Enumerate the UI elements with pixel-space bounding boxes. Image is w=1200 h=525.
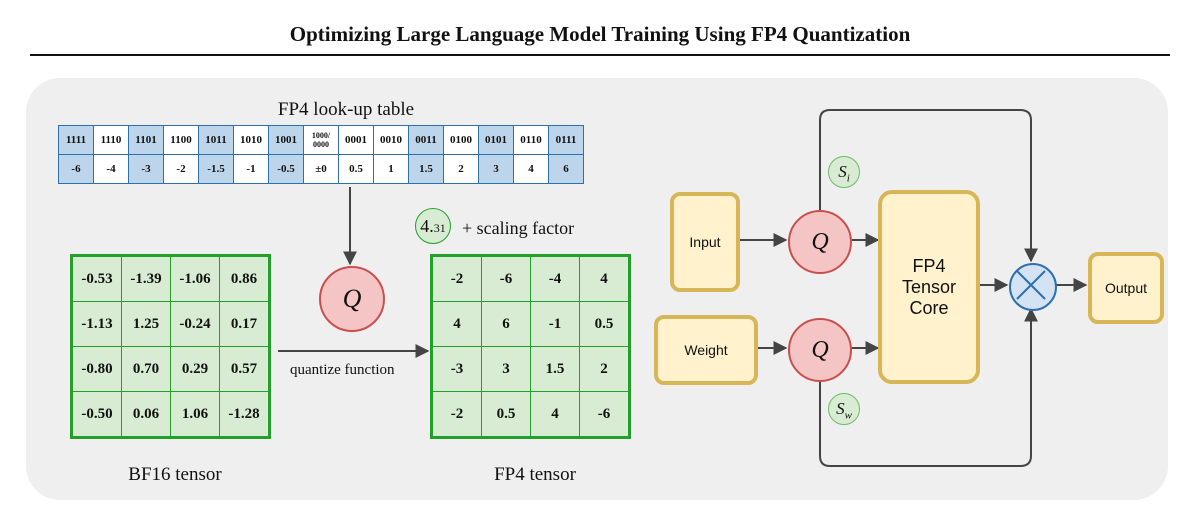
- lut-value-cell: 1.5: [408, 154, 444, 184]
- matrix-cell: -1.06: [170, 255, 220, 302]
- lut-value-cell: 2: [443, 154, 479, 184]
- multiply-icon: [1009, 263, 1057, 311]
- quantize-node: Q: [319, 266, 385, 332]
- lut-value-cell: 4: [513, 154, 549, 184]
- lut-code-cell: 1011: [198, 125, 234, 155]
- input-quantize-node: Q: [788, 210, 852, 274]
- lut-value-cell: -2: [163, 154, 199, 184]
- sw-scale-path: [819, 307, 1038, 467]
- lut-value-cell: -3: [128, 154, 164, 184]
- lut-code-cell: 1100: [163, 125, 199, 155]
- matrix-cell: 0.5: [579, 301, 630, 347]
- input-box: Input: [670, 192, 740, 292]
- lut-value-cell: 3: [478, 154, 514, 184]
- bf16-tensor-label: BF16 tensor: [128, 464, 222, 485]
- matrix-cell: 1.5: [530, 346, 580, 392]
- lut-value-cell: -1: [233, 154, 269, 184]
- lut-code-cell: 0100: [443, 125, 479, 155]
- matrix-cell: -6: [481, 255, 531, 302]
- matrix-cell: 0.57: [219, 346, 270, 392]
- matrix-cell: 4: [579, 255, 630, 302]
- lut-value-cell: -4: [93, 154, 129, 184]
- matrix-cell: 0.17: [219, 301, 270, 347]
- output-box: Output: [1088, 252, 1164, 324]
- matrix-cell: 0.70: [121, 346, 171, 392]
- lut-value-cell: 1: [373, 154, 409, 184]
- si-scale-path: [819, 109, 1038, 263]
- si-scale-badge: Si: [828, 156, 860, 188]
- lut-code-cell: 0001: [338, 125, 374, 155]
- matrix-cell: 0.06: [121, 391, 171, 438]
- lut-title: FP4 look-up table: [277, 99, 415, 120]
- matrix-cell: -1: [530, 301, 580, 347]
- lut-code-cell: 0010: [373, 125, 409, 155]
- matrix-cell: -1.28: [219, 391, 270, 438]
- lut-code-cell: 1111: [58, 125, 94, 155]
- matrix-cell: 3: [481, 346, 531, 392]
- lut-code-cell: 0110: [513, 125, 549, 155]
- matrix-cell: 2: [579, 346, 630, 392]
- lut-value-cell: ±0: [303, 154, 339, 184]
- weight-quantize-node: Q: [788, 318, 852, 382]
- lut-code-cell: 0011: [408, 125, 444, 155]
- matrix-cell: -2: [431, 255, 482, 302]
- scaling-factor-badge: 4.31: [415, 208, 451, 244]
- matrix-cell: 1.06: [170, 391, 220, 438]
- lut-code-cell: 0111: [548, 125, 584, 155]
- matrix-cell: -0.80: [71, 346, 122, 392]
- matrix-cell: 0.86: [219, 255, 270, 302]
- quantize-function-label: quantize function: [290, 362, 395, 378]
- page-title: Optimizing Large Language Model Training…: [289, 22, 911, 46]
- lut-value-cell: 0.5: [338, 154, 374, 184]
- title-rule: [30, 54, 1170, 56]
- lut-code-cell: 1010: [233, 125, 269, 155]
- matrix-cell: -0.53: [71, 255, 122, 302]
- matrix-cell: 0.29: [170, 346, 220, 392]
- matrix-cell: 0.5: [481, 391, 531, 438]
- matrix-cell: 6: [481, 301, 531, 347]
- lut-code-cell: 0101: [478, 125, 514, 155]
- matrix-cell: -1.13: [71, 301, 122, 347]
- weight-box: Weight: [654, 315, 758, 385]
- lut-code-cell: 1000/0000: [303, 125, 339, 155]
- lut-code-cell: 1001: [268, 125, 304, 155]
- lut-value-cell: -0.5: [268, 154, 304, 184]
- lut-value-cell: -6: [58, 154, 94, 184]
- matrix-cell: 1.25: [121, 301, 171, 347]
- matrix-cell: -0.50: [71, 391, 122, 438]
- sw-scale-badge: Sw: [828, 393, 860, 425]
- fp4-tensor-label: FP4 tensor: [494, 464, 576, 485]
- matrix-cell: -2: [431, 391, 482, 438]
- matrix-cell: -4: [530, 255, 580, 302]
- matrix-cell: -6: [579, 391, 630, 438]
- lut-value-cell: -1.5: [198, 154, 234, 184]
- lut-value-cell: 6: [548, 154, 584, 184]
- matrix-cell: -1.39: [121, 255, 171, 302]
- lut-code-cell: 1101: [128, 125, 164, 155]
- matrix-cell: -0.24: [170, 301, 220, 347]
- matrix-cell: -3: [431, 346, 482, 392]
- scaling-factor-label: + scaling factor: [462, 218, 575, 238]
- lut-code-cell: 1110: [93, 125, 129, 155]
- matrix-cell: 4: [530, 391, 580, 438]
- matrix-cell: 4: [431, 301, 482, 347]
